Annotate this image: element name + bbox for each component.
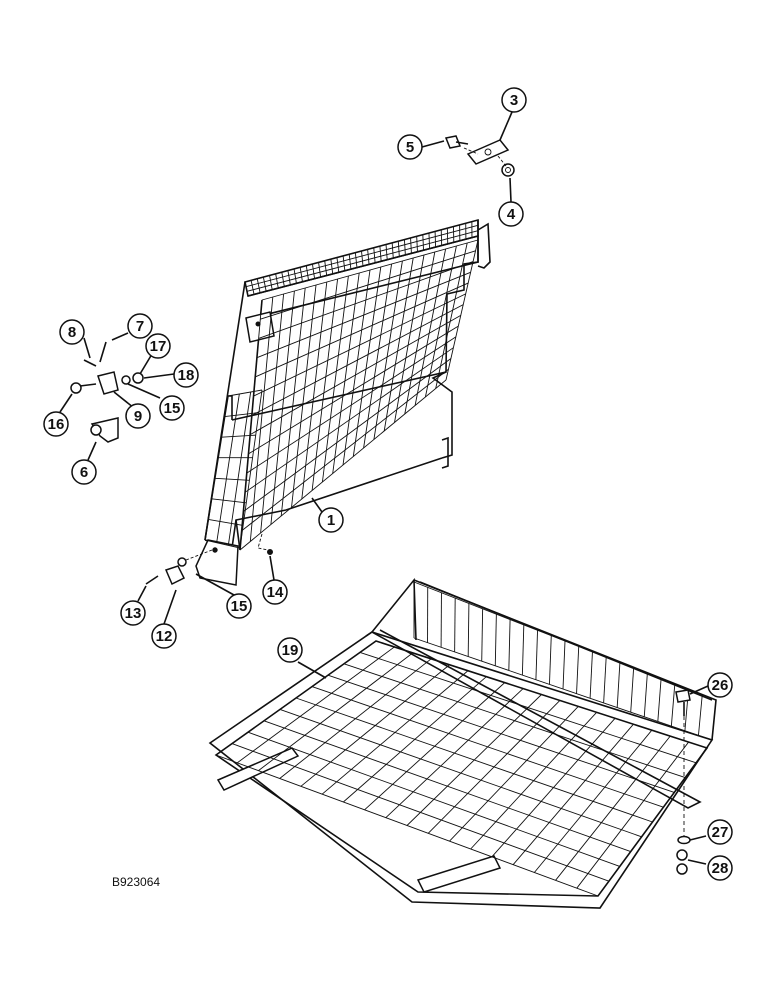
callout-16: 16 (43, 411, 69, 437)
callout-17: 17 (145, 333, 171, 359)
callout-label: 9 (134, 408, 142, 425)
hinge-bracket-part (97, 371, 119, 395)
callout-label: 14 (267, 584, 284, 601)
callout-label: 1 (327, 512, 335, 529)
latch-part (164, 557, 187, 586)
nut-part (132, 372, 144, 384)
cotter-pin-part (83, 359, 97, 367)
callout-26: 26 (707, 672, 733, 698)
callout-label: 15 (231, 598, 248, 615)
callout-label: 18 (178, 367, 195, 384)
callout-label: 13 (125, 605, 142, 622)
leader-lines (59, 111, 709, 865)
callout-18: 18 (173, 362, 199, 388)
callout-15: 15 (226, 593, 252, 619)
callout-label: 4 (507, 206, 516, 223)
hinge-pin-part (99, 341, 107, 363)
callout-15: 15 (159, 395, 185, 421)
callout-13: 13 (120, 600, 146, 626)
bolt-part (675, 689, 691, 716)
hinge-part (90, 417, 119, 443)
callout-label: 26 (712, 677, 729, 694)
callout-3: 3 (501, 87, 527, 113)
nut-part (501, 163, 515, 177)
screen-mesh (204, 219, 479, 551)
callout-19: 19 (277, 637, 303, 663)
figure-code: B923064 (112, 875, 160, 889)
callout-12: 12 (151, 623, 177, 649)
callout-14: 14 (262, 579, 288, 605)
callout-label: 28 (712, 860, 729, 877)
callout-label: 27 (712, 824, 729, 841)
callout-label: 16 (48, 416, 65, 433)
callout-6: 6 (71, 459, 97, 485)
callout-label: 3 (510, 92, 518, 109)
bolt-part (70, 382, 97, 394)
callout-8: 8 (59, 319, 85, 345)
callout-7: 7 (127, 313, 153, 339)
nut-part (676, 849, 688, 875)
screw-part (444, 135, 469, 149)
callout-1: 1 (318, 507, 344, 533)
callout-label: 7 (136, 318, 144, 335)
callout-27: 27 (707, 819, 733, 845)
callout-28: 28 (707, 855, 733, 881)
spring-part (257, 533, 273, 555)
callout-label: 12 (156, 628, 173, 645)
washer-part (677, 835, 691, 845)
callout-label: 5 (406, 139, 414, 156)
callout-label: 6 (80, 464, 88, 481)
washer-part (121, 375, 131, 385)
pin-part (145, 575, 159, 585)
callout-label: 17 (150, 338, 167, 355)
callout-4: 4 (498, 201, 524, 227)
callout-5: 5 (397, 134, 423, 160)
clip-plate-part (466, 139, 510, 165)
callout-label: 19 (282, 642, 299, 659)
callout-label: 15 (164, 400, 181, 417)
screen-assembly (195, 218, 491, 586)
tray-mesh (215, 581, 717, 897)
callout-label: 8 (68, 324, 76, 341)
callout-9: 9 (125, 403, 151, 429)
